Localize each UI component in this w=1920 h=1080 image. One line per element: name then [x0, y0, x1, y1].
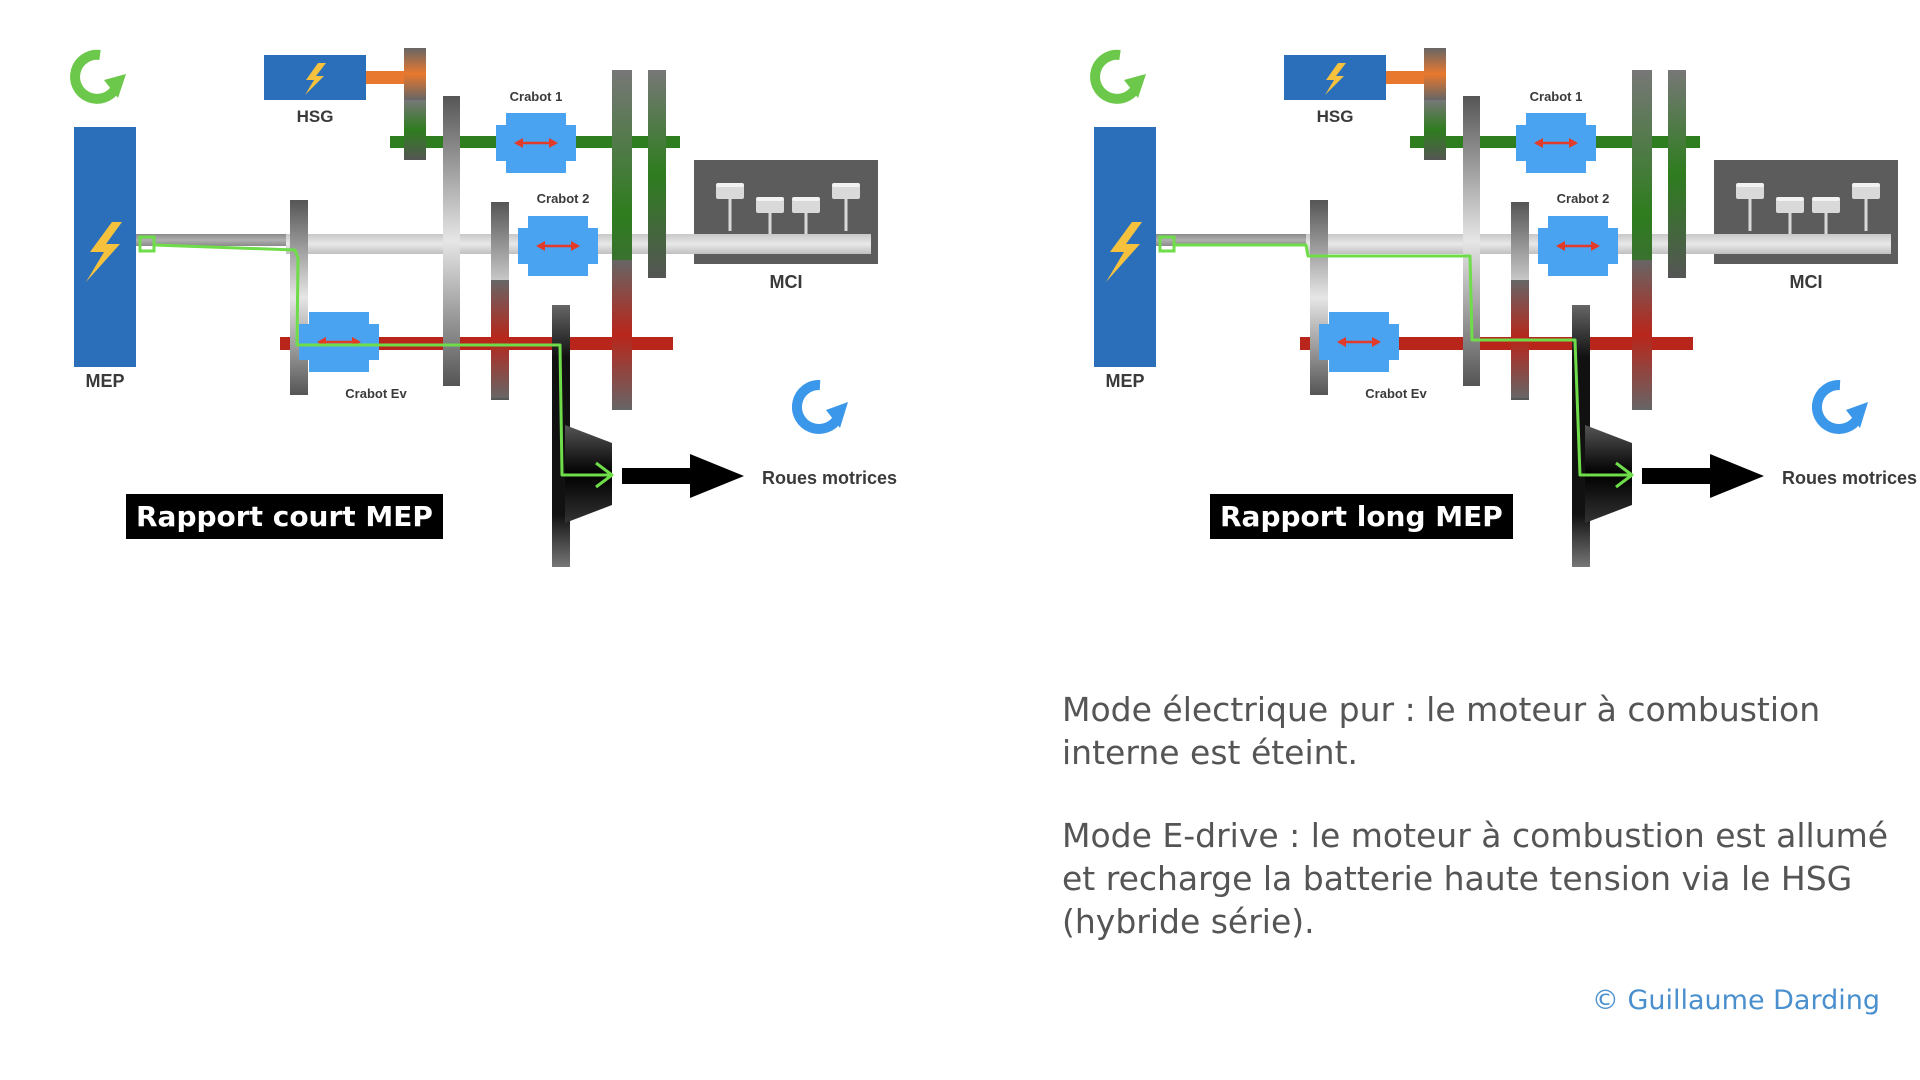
motor-label: MEP: [85, 371, 124, 391]
crabot-1-label: Crabot 1: [510, 89, 563, 104]
crabot-ev-label: Crabot Ev: [345, 386, 407, 401]
mode-badge: Rapport court MEP: [126, 494, 443, 539]
power-flow: [1174, 243, 1630, 477]
wheels-label: Roues motrices: [762, 468, 897, 488]
power-flow: [153, 243, 610, 477]
diagram-short-ratio: MEP HSG MCI Crabot 1 Crabot 2 Crabot Ev …: [0, 0, 960, 600]
crabot-ev-label: Crabot Ev: [1365, 386, 1427, 401]
crabot-1-label: Crabot 1: [1530, 89, 1583, 104]
generator-label: HSG: [1317, 107, 1354, 126]
motor-label: MEP: [1105, 371, 1144, 391]
crabot-2-label: Crabot 2: [537, 191, 590, 206]
mode-badge: Rapport long MEP: [1210, 494, 1513, 539]
description-paragraph: Mode électrique pur : le moteur à combus…: [1062, 690, 1821, 772]
copyright: © Guillaume Darding: [1591, 985, 1880, 1016]
crabot-2-label: Crabot 2: [1557, 191, 1610, 206]
wheels-label: Roues motrices: [1782, 468, 1917, 488]
engine-label: MCI: [770, 272, 803, 292]
description: Mode électrique pur : le moteur à combus…: [1062, 688, 1902, 983]
description-paragraph: Mode E-drive : le moteur à combustion es…: [1062, 816, 1889, 941]
diagram-long-ratio: MEP HSG MCI Crabot 1 Crabot 2 Crabot Ev …: [1020, 0, 1920, 600]
generator-label: HSG: [297, 107, 334, 126]
engine-label: MCI: [1790, 272, 1823, 292]
